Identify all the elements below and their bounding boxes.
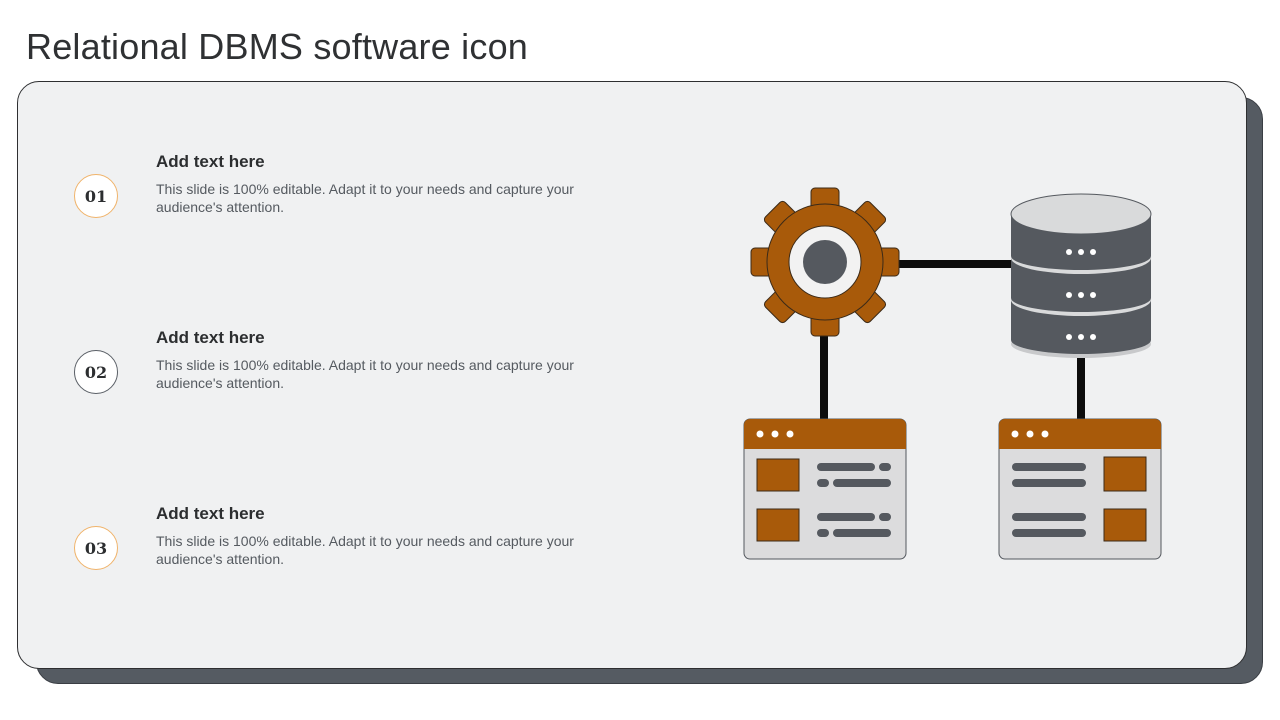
- item-description: This slide is 100% editable. Adapt it to…: [156, 181, 574, 215]
- content-panel: [17, 81, 1247, 669]
- item-description: This slide is 100% editable. Adapt it to…: [156, 533, 574, 567]
- page-title: Relational DBMS software icon: [26, 26, 529, 67]
- list-item: 03 Add text here This slide is 100% edit…: [74, 504, 594, 606]
- gear-icon: [750, 187, 900, 337]
- number-badge: 03: [74, 526, 118, 570]
- number-badge: 02: [74, 350, 118, 394]
- item-heading: Add text here: [156, 504, 265, 523]
- list-item: 01 Add text here This slide is 100% edit…: [74, 152, 594, 254]
- dbms-illustration: [743, 187, 1162, 560]
- number-badge: 01: [74, 174, 118, 218]
- item-heading: Add text here: [156, 328, 265, 347]
- item-heading: Add text here: [156, 152, 265, 171]
- database-icon: [1010, 193, 1152, 358]
- list-item: 02 Add text here This slide is 100% edit…: [74, 328, 594, 430]
- window-icon: [998, 418, 1162, 560]
- item-description: This slide is 100% editable. Adapt it to…: [156, 357, 574, 391]
- connector-lines: [820, 260, 1085, 422]
- window-icon: [743, 418, 907, 560]
